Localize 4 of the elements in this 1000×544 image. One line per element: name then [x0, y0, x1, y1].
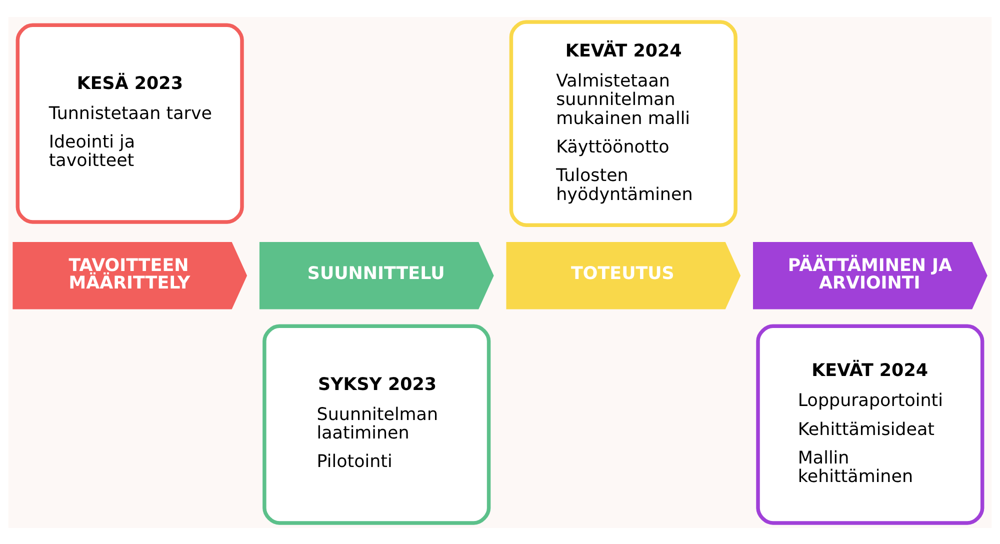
node-box: KEVÄT 2024 Valmistetaan suunnitelman mukainen malli Käyttöönotto Tulosten hyödyntäminen	[509, 20, 738, 226]
node-box: KEVÄT 2024 Loppuraportointi Kehittämisideat Mallin kehittäminen	[756, 324, 984, 524]
node-box: SYKSY 2023 Suunnitelman laatiminen Pilotointi	[262, 324, 491, 524]
node-box: KESÄ 2023 Tunnistetaan tarve Ideointi ja tavoitteet	[16, 22, 244, 224]
